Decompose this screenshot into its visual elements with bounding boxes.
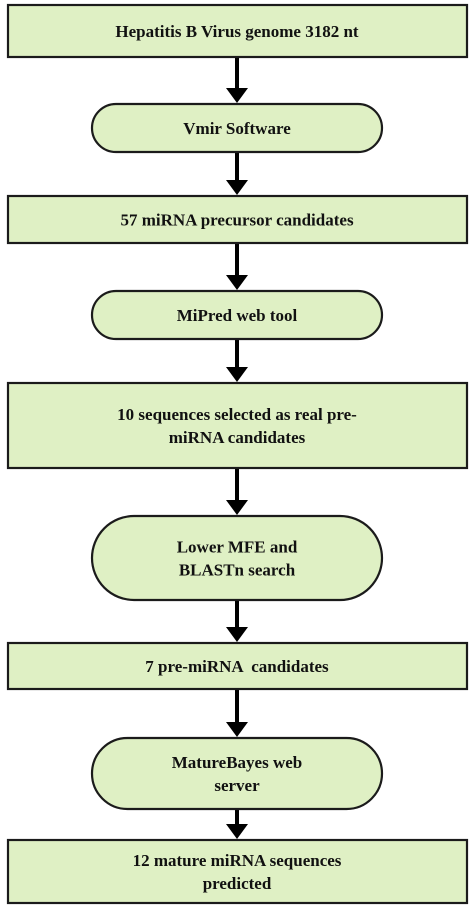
flow-arrow [226,809,248,839]
node-label-line: Lower MFE and [177,538,298,557]
mipred-node: MiPred web tool [90,289,384,341]
flow-arrow [226,689,248,737]
flow-arrow [226,600,248,642]
vmir-software-node: Vmir Software [90,102,384,154]
flow-arrow [226,243,248,290]
process-pill [90,102,384,154]
node-label-line: 10 sequences selected as real pre- [117,405,357,424]
flow-arrow [226,339,248,382]
node-label-line: Vmir Software [183,119,291,138]
flow-arrow [226,468,248,515]
process-pill [90,736,384,811]
process-box [6,381,469,470]
flow-arrow [226,152,248,195]
node-label-line: 12 mature miRNA sequences [133,851,342,870]
node-label-line: 57 miRNA precursor candidates [120,211,354,230]
node-label-line: MiPred web tool [177,306,298,325]
real-pre-mirna-box: 10 sequences selected as real pre-miRNA … [6,381,469,470]
node-label-line: MatureBayes web [172,753,302,772]
node-label-line: server [214,776,260,795]
precursor-candidates-box: 57 miRNA precursor candidates [6,194,469,245]
flow-arrow [226,57,248,103]
hbv-genome-box: Hepatitis B Virus genome 3182 nt [6,3,469,59]
process-box [6,194,469,245]
process-box [6,641,469,691]
node-label-line: miRNA candidates [169,428,306,447]
node-label-line: 7 pre-miRNA candidates [145,657,329,676]
process-box [6,838,469,905]
maturebayes-node: MatureBayes web server [90,736,384,811]
process-pill [90,289,384,341]
node-label-line: Hepatitis B Virus genome 3182 nt [115,22,359,41]
process-pill [90,514,384,602]
node-label-line: BLASTn search [179,561,296,580]
seven-pre-mirna-box: 7 pre-miRNA candidates [6,641,469,691]
mature-mirna-box: 12 mature miRNA sequences predicted [6,838,469,905]
node-label-line: predicted [203,874,272,893]
process-box [6,3,469,59]
